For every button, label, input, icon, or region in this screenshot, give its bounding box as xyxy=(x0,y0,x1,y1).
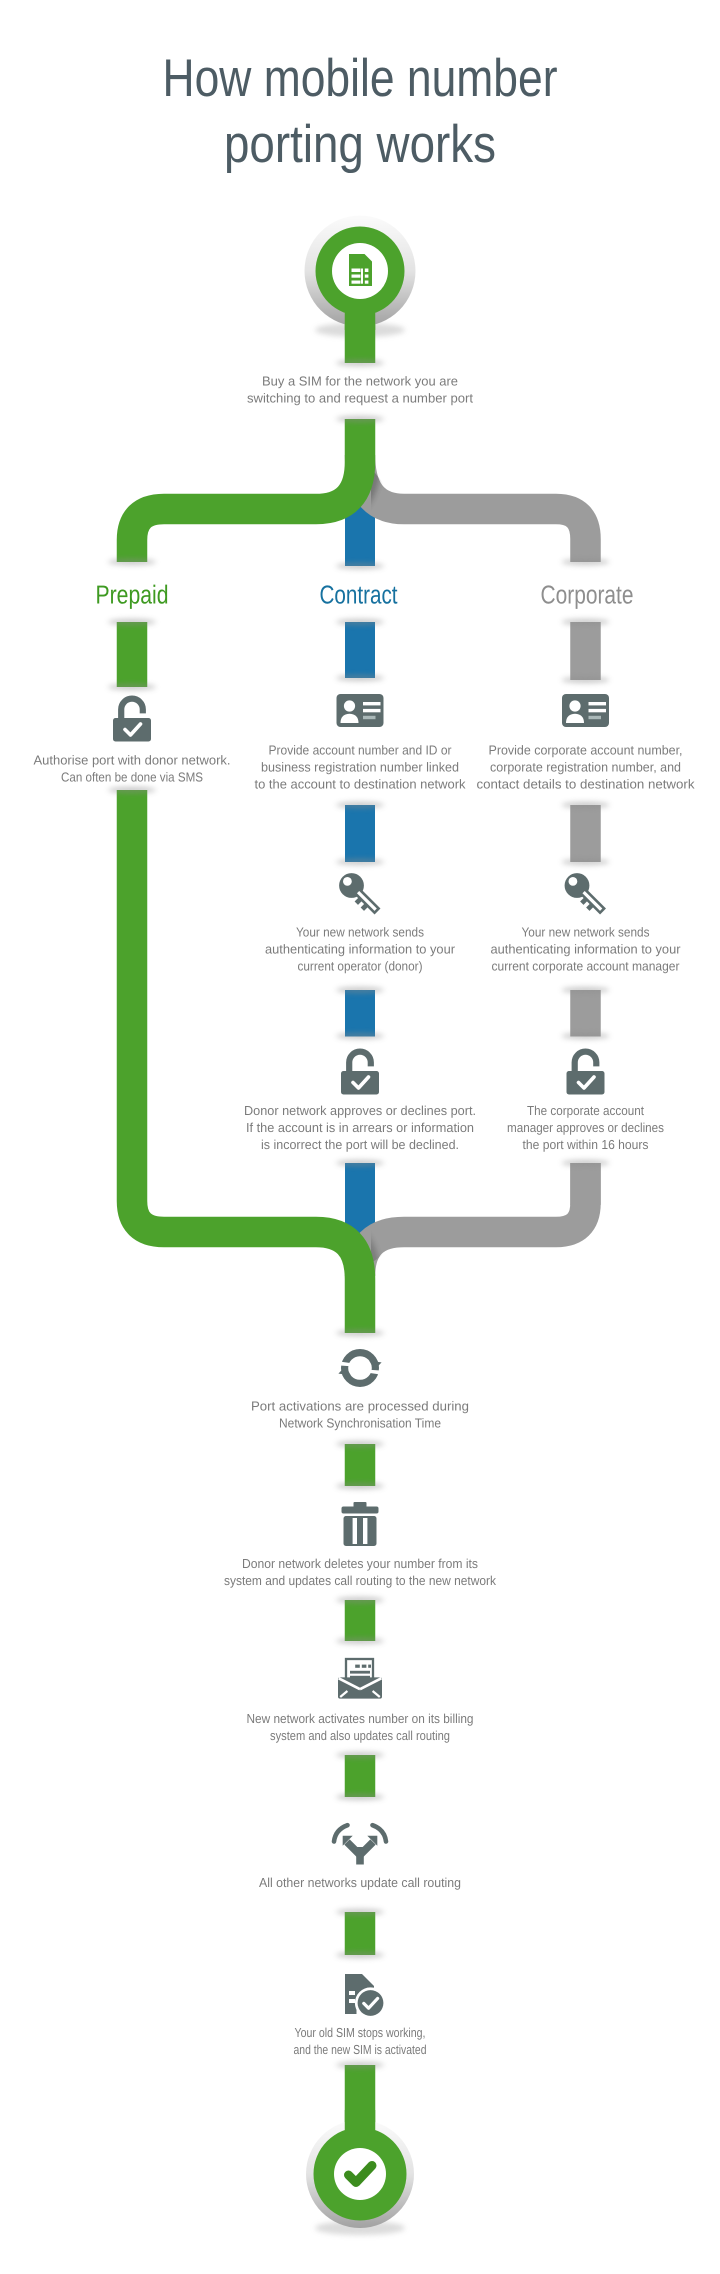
svg-text:manager approves or declines: manager approves or declines xyxy=(507,1120,664,1135)
svg-text:Authorise port with donor netw: Authorise port with donor network. xyxy=(34,753,231,768)
svg-text:Can often be done via SMS: Can often be done via SMS xyxy=(61,770,203,785)
svg-text:All other networks update call: All other networks update call routing xyxy=(259,1875,461,1890)
svg-text:Donor network deletes your num: Donor network deletes your number from i… xyxy=(242,1556,478,1571)
svg-text:the port within 16 hours: the port within 16 hours xyxy=(523,1137,649,1152)
svg-text:Corporate: Corporate xyxy=(541,580,634,610)
svg-text:switching to and request a num: switching to and request a number port xyxy=(247,390,473,405)
svg-text:Network Synchronisation Time: Network Synchronisation Time xyxy=(279,1416,441,1431)
svg-text:Your old SIM stops working,: Your old SIM stops working, xyxy=(295,2025,426,2040)
svg-text:and the new SIM is activated: and the new SIM is activated xyxy=(294,2042,427,2057)
svg-text:corporate registration number,: corporate registration number, and xyxy=(490,760,681,775)
svg-text:If the account is in arrears o: If the account is in arrears or informat… xyxy=(246,1120,474,1135)
svg-text:system and also updates call r: system and also updates call routing xyxy=(270,1728,450,1743)
svg-text:Provide account number and ID: Provide account number and ID or xyxy=(269,743,453,758)
svg-text:Your new network sends: Your new network sends xyxy=(522,925,650,940)
svg-text:porting works: porting works xyxy=(224,115,496,174)
svg-text:contact details to destination: contact details to destination network xyxy=(477,777,696,792)
svg-text:authenticating information to: authenticating information to your xyxy=(265,942,456,957)
svg-text:Your new network sends: Your new network sends xyxy=(296,925,424,940)
svg-text:is incorrect the port will be: is incorrect the port will be declined. xyxy=(261,1137,459,1152)
svg-text:Contract: Contract xyxy=(320,580,399,610)
svg-text:authenticating information to: authenticating information to your xyxy=(491,942,682,957)
svg-text:system and updates call routin: system and updates call routing to the n… xyxy=(224,1573,496,1588)
svg-text:Prepaid: Prepaid xyxy=(96,580,169,610)
svg-text:to the account to destination: to the account to destination network xyxy=(255,777,466,792)
svg-text:current corporate account mana: current corporate account manager xyxy=(492,959,681,974)
svg-text:Donor network approves or decl: Donor network approves or declines port. xyxy=(244,1103,476,1118)
svg-text:Provide corporate account numb: Provide corporate account number, xyxy=(489,743,683,758)
svg-text:Port activations are processed: Port activations are processed during xyxy=(251,1399,469,1414)
svg-text:How mobile number: How mobile number xyxy=(163,49,558,108)
svg-text:New network activates number o: New network activates number on its bill… xyxy=(247,1711,474,1726)
svg-text:Buy a SIM for the network you: Buy a SIM for the network you are xyxy=(262,373,458,388)
svg-text:current operator (donor): current operator (donor) xyxy=(298,959,423,974)
svg-text:business registration number l: business registration number linked xyxy=(261,760,459,775)
svg-text:The corporate account: The corporate account xyxy=(527,1103,644,1118)
